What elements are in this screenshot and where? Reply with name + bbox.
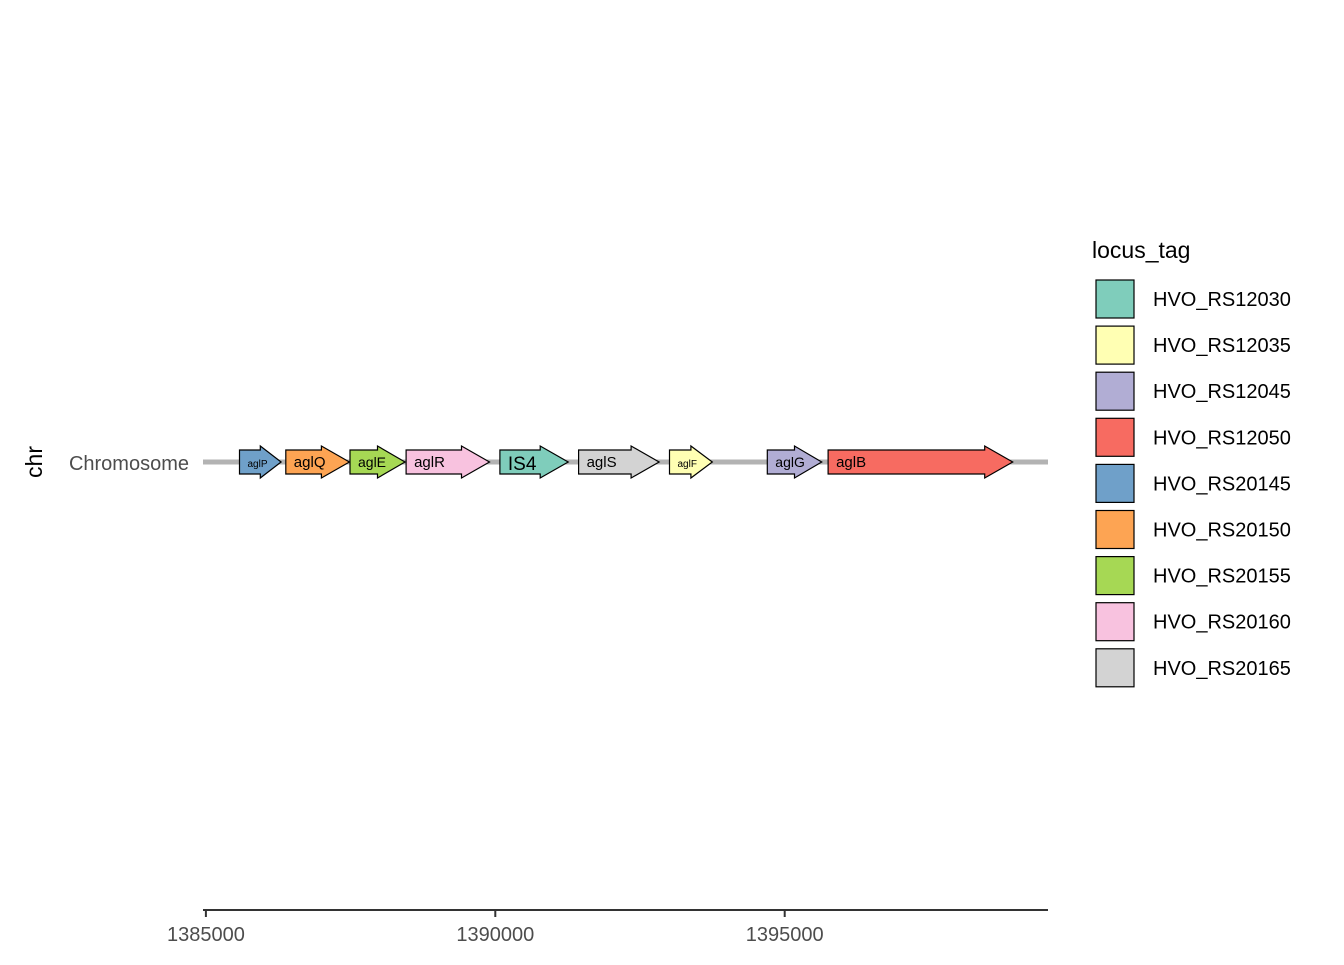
- gene-arrow-aglS: aglS: [577, 444, 661, 480]
- legend-label: HVO_RS12050: [1153, 427, 1291, 449]
- legend-item: HVO_RS20165: [1095, 648, 1291, 688]
- gene-label: aglS: [587, 454, 617, 471]
- legend-swatch: [1095, 463, 1135, 503]
- gene-arrow-shape: [349, 444, 407, 480]
- legend-label: HVO_RS12045: [1153, 381, 1291, 403]
- genes-layer: aglP aglQ aglE aglR IS4 aglS aglF aglG aglB: [238, 444, 1014, 480]
- gene-arrow-aglB: aglB: [827, 444, 1014, 480]
- legend-label: HVO_RS20150: [1153, 520, 1291, 542]
- gene-arrow-aglQ: aglQ: [285, 444, 351, 480]
- legend-item: HVO_RS20150: [1095, 509, 1291, 550]
- gene-arrow-shape: [668, 444, 714, 480]
- legend-label: HVO_RS20165: [1153, 658, 1291, 680]
- legend-item: HVO_RS12035: [1095, 325, 1291, 365]
- x-tick-label: 1395000: [746, 924, 824, 946]
- legend-label: HVO_RS20160: [1153, 612, 1291, 634]
- legend-label: HVO_RS20145: [1153, 473, 1291, 495]
- gene-label: aglQ: [294, 454, 326, 471]
- y-axis-label: chr: [21, 446, 47, 478]
- gene-label: aglE: [358, 454, 386, 470]
- gene-arrow-shape: [285, 444, 351, 480]
- legend-swatch: [1095, 555, 1135, 596]
- gene-arrow-aglF: aglF: [668, 444, 714, 480]
- legend-title: locus_tag: [1092, 237, 1190, 263]
- legend-swatch: [1095, 417, 1135, 457]
- legend-label: HVO_RS12030: [1153, 289, 1291, 311]
- legend-swatch: [1095, 325, 1135, 365]
- legend-label: HVO_RS20155: [1153, 566, 1291, 588]
- legend-swatch: [1095, 279, 1135, 319]
- gene-arrow-aglE: aglE: [349, 444, 407, 480]
- legend-swatch: [1095, 602, 1135, 642]
- gene-arrow-IS4: IS4: [499, 444, 570, 480]
- legend-item: HVO_RS12045: [1095, 371, 1291, 411]
- gene-label: aglG: [775, 454, 805, 470]
- gene-label: aglR: [414, 454, 445, 471]
- gene-label: aglF: [678, 459, 697, 470]
- x-axis: 1385000 1390000 1395000: [167, 909, 1048, 946]
- legend-item: HVO_RS20145: [1095, 463, 1291, 503]
- gene-label: aglP: [248, 459, 268, 470]
- gene-arrow-shape: [405, 444, 491, 480]
- x-tick-label: 1390000: [456, 924, 534, 946]
- legend-item: HVO_RS12030: [1095, 279, 1291, 319]
- legend-swatch: [1095, 371, 1135, 411]
- legend-swatch: [1095, 648, 1135, 688]
- gene-arrow-aglR: aglR: [405, 444, 491, 480]
- legend-item: HVO_RS20155: [1095, 555, 1291, 596]
- gene-arrow-aglG: aglG: [766, 444, 823, 480]
- legend: locus_tag HVO_RS12030HVO_RS12035HVO_RS12…: [1092, 237, 1291, 688]
- legend-label: HVO_RS12035: [1153, 335, 1291, 357]
- gene-label: IS4: [508, 454, 537, 475]
- legend-item: HVO_RS12050: [1095, 417, 1291, 457]
- gene-arrow-aglP: aglP: [238, 444, 283, 480]
- gene-arrow-shape: [766, 444, 823, 480]
- gene-arrow-shape: [238, 444, 283, 480]
- legend-swatch: [1095, 509, 1135, 550]
- gene-label: aglB: [836, 454, 866, 471]
- legend-item: HVO_RS20160: [1095, 602, 1291, 642]
- x-tick-label: 1385000: [167, 924, 245, 946]
- gene-arrow-shape: [577, 444, 661, 480]
- gene-arrow-shape: [499, 444, 570, 480]
- molecule-label: Chromosome: [69, 453, 189, 475]
- gene-arrow-shape: [827, 444, 1014, 480]
